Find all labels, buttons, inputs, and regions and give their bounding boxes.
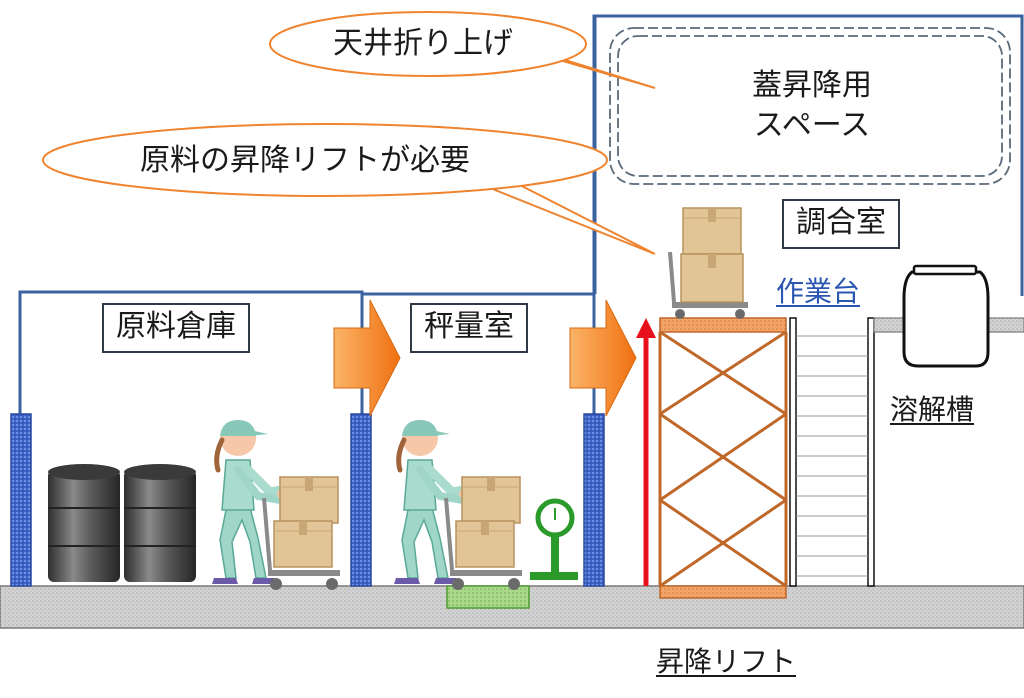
dissolving-tank-label: 溶解槽 [890,393,975,426]
callout-ceiling-text: 天井折り上げ [333,26,513,61]
lid-space-label: 蓋昇降用 スペース [712,66,912,146]
oil-drum-icon [124,464,196,582]
lid-space-line2: スペース [753,108,871,143]
cardboard-box-icon [682,207,742,255]
flow-arrow-icon [569,299,637,417]
lift-label: 昇降リフト [656,645,797,678]
cardboard-box-icon [461,476,521,524]
hand-cart-icon [668,251,748,319]
workbench-label: 作業台 [776,275,861,308]
callout-lift-text: 原料の昇降リフトが必要 [140,143,470,178]
oil-drum-icon [48,464,120,582]
room-label-raw-warehouse: 原料倉庫 [102,303,250,353]
scale-pit [446,585,530,609]
platform-scale-icon [530,498,578,580]
cardboard-box-icon [273,520,333,568]
pillar-right [583,413,605,587]
pillar-middle [350,413,372,587]
room-label-mixing: 調合室 [782,199,900,249]
flow-arrow-icon [333,299,401,417]
cardboard-box-icon [279,476,339,524]
cardboard-box-icon [680,253,744,303]
lift-frame [658,317,788,599]
lid-lift-space-outer [609,27,1011,185]
pillar-left [10,413,32,587]
ladder-icon [789,317,875,587]
cardboard-box-icon [455,520,515,568]
tank-icon [902,264,990,368]
lid-space-line1: 蓋昇降用 [752,68,872,103]
lift-up-arrow-icon [636,318,656,586]
callout-ceiling-bubble [269,11,656,89]
room-label-weighing: 秤量室 [410,303,528,353]
lid-lift-space-inner [617,35,1003,177]
callout-lift-bubble [42,123,656,255]
